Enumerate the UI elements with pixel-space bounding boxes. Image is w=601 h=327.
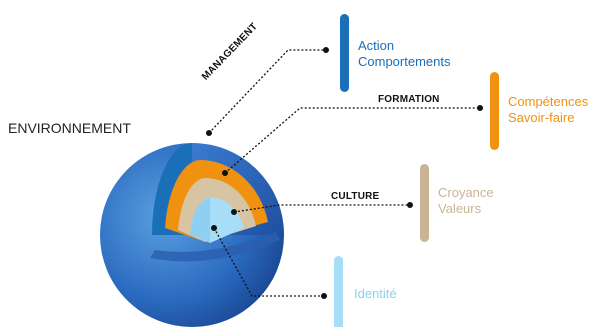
- culture-line-2: Valeurs: [438, 201, 482, 216]
- culture-bar: [420, 164, 429, 242]
- management-bar: [340, 14, 349, 92]
- identite-connector: [213, 227, 324, 297]
- formation-line-2: Savoir-faire: [508, 110, 575, 125]
- management-dot-outer: [323, 47, 329, 53]
- culture-dot-outer: [407, 202, 413, 208]
- cut-bevel: [150, 232, 280, 262]
- formation-line-1: Compétences: [508, 94, 589, 109]
- formation-dot-outer: [477, 105, 483, 111]
- culture-dot-inner: [231, 209, 237, 215]
- culture-connector: [233, 204, 410, 213]
- environment-label: ENVIRONNEMENT: [8, 120, 131, 136]
- identite-core-left: [190, 197, 210, 243]
- identite-dot-inner: [211, 225, 217, 231]
- identite-core: [210, 197, 244, 243]
- identite-line-1: Identité: [354, 286, 397, 301]
- identite-dot-outer: [321, 293, 327, 299]
- formation-dot-inner: [222, 170, 228, 176]
- management-dot-inner: [206, 130, 212, 136]
- identite-bar: [334, 256, 343, 327]
- management-line-1: Action: [358, 38, 395, 53]
- formation-bar: [490, 72, 499, 150]
- formation-connector: [224, 107, 480, 174]
- management-line-2: Comportements: [358, 54, 451, 69]
- culture-line-1: Croyance: [438, 185, 494, 200]
- formation-caption: FORMATION: [378, 94, 440, 105]
- culture-caption: CULTURE: [331, 191, 380, 202]
